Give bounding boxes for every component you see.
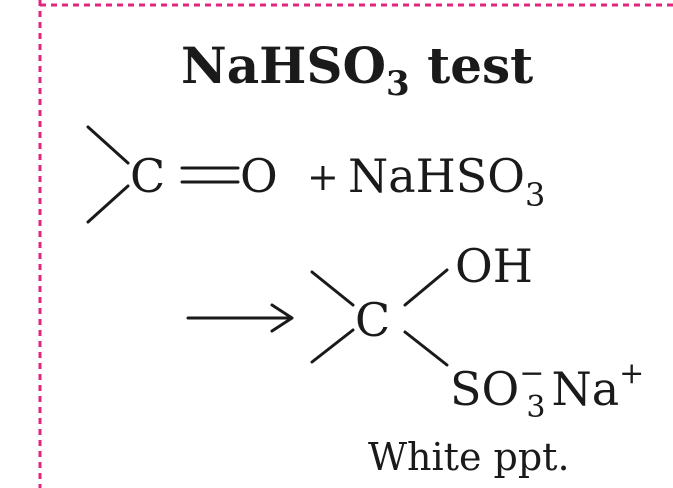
oxygen: O: [240, 149, 278, 203]
carbon-left: C: [130, 149, 165, 203]
upper-bond: [86, 125, 130, 165]
plus-sign: +: [307, 155, 339, 199]
product-lower-right-bond: [403, 330, 449, 367]
product-lower-left-bond: [310, 328, 355, 364]
carbon-right: C: [355, 293, 390, 347]
product-upper-left-bond: [310, 270, 355, 307]
title: NaHSO3 test: [181, 36, 533, 104]
product-bonds: [310, 268, 449, 367]
dashed-border: [38, 0, 673, 488]
reactant-bonds: [86, 125, 240, 224]
white-ppt-note: White ppt.: [368, 435, 570, 479]
arrow-head: [270, 303, 294, 333]
lower-bond: [86, 184, 130, 224]
product-upper-right-bond: [403, 268, 449, 307]
hydroxyl-group: OH: [455, 239, 533, 293]
reaction-arrow: [186, 303, 294, 333]
reagent: NaHSO3: [348, 149, 545, 214]
